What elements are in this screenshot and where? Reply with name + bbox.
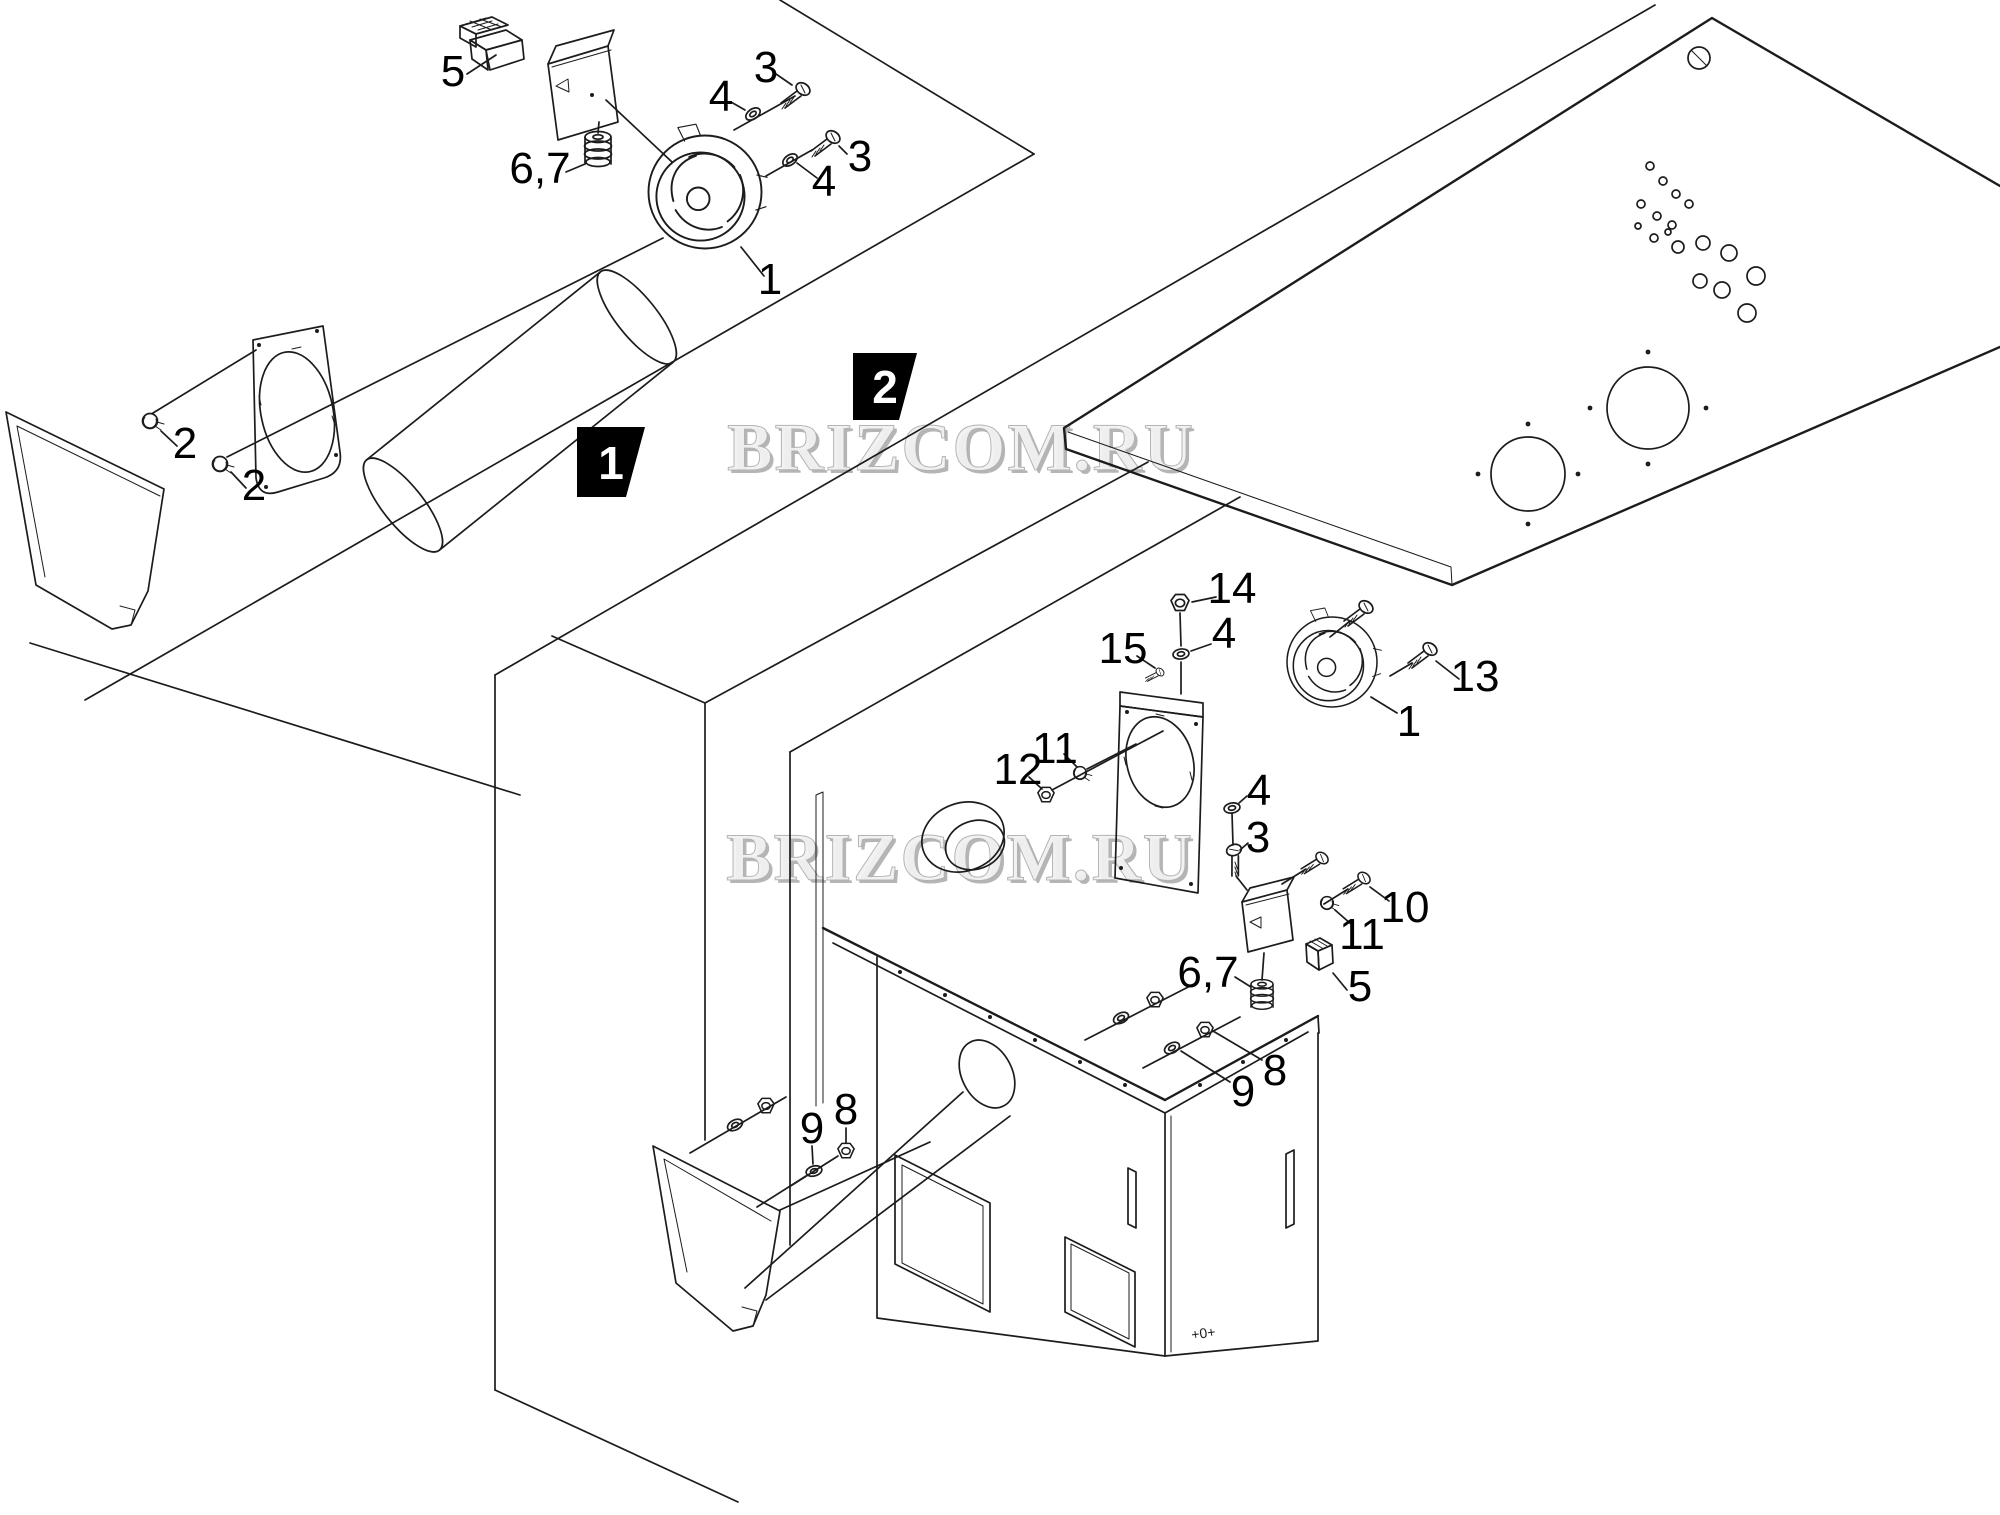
cable-connector-5 xyxy=(459,16,525,71)
air-deflector-panel-2 xyxy=(652,1145,781,1332)
exploded-view-frame-lines xyxy=(29,0,1656,1503)
callout-2a: 2 xyxy=(173,419,197,468)
washer-9-right xyxy=(1161,1038,1183,1058)
watermark-upper: BRIZCOM.RU BRIZCOM.RU xyxy=(727,409,1196,489)
section-marker-1[interactable]: 1 xyxy=(577,427,645,497)
watermark-text: BRIZCOM.RU xyxy=(727,409,1195,485)
rubber-grommet-67 xyxy=(583,130,613,168)
callout-4c: 4 xyxy=(1212,609,1236,658)
control-box-2 xyxy=(1241,876,1295,953)
cabinet-slot-front xyxy=(1127,1167,1137,1229)
callout-8l: 8 xyxy=(834,1085,858,1134)
callout-4b: 4 xyxy=(812,157,836,206)
callout-3a: 3 xyxy=(754,43,778,92)
callout-11a: 11 xyxy=(1032,724,1078,773)
callout-5b: 5 xyxy=(1348,962,1372,1011)
speed-nut-clip-2a xyxy=(141,412,165,431)
control-box xyxy=(547,29,619,141)
screw-3b xyxy=(810,127,844,158)
callout-10: 10 xyxy=(1381,883,1430,932)
section-marker-2[interactable]: 2 xyxy=(853,353,917,420)
callout-67: 6,7 xyxy=(509,144,570,193)
cabinet-window-cutout-left xyxy=(894,1154,991,1313)
watermark-text: BRIZCOM.RU xyxy=(726,819,1194,895)
callout-13: 13 xyxy=(1451,652,1500,701)
air-deflector-panel xyxy=(5,411,165,630)
callout-2b: 2 xyxy=(242,461,266,510)
heater-cabinet: +0+ xyxy=(815,791,1320,1357)
callout-9l: 9 xyxy=(800,1104,824,1153)
callout-5: 5 xyxy=(441,47,465,96)
fan-mounting-plate xyxy=(1114,691,1204,894)
washer-4c xyxy=(1171,647,1191,661)
callout-14: 14 xyxy=(1208,564,1257,613)
hex-nut-14 xyxy=(1170,593,1190,612)
callout-15: 15 xyxy=(1099,624,1148,673)
watermark-lower: BRIZCOM.RU BRIZCOM.RU xyxy=(726,819,1197,899)
marker-flag-icon xyxy=(853,353,917,420)
callout-8r: 8 xyxy=(1263,1046,1287,1095)
callout-4d: 4 xyxy=(1247,766,1271,815)
marker-flag-icon xyxy=(577,427,645,497)
marker-number: 1 xyxy=(598,437,624,489)
top-cover-panel-fill xyxy=(1064,18,2000,585)
section1-leader-lines xyxy=(152,54,848,489)
callout-11b: 11 xyxy=(1339,910,1385,959)
blower-fan-2 xyxy=(1286,607,1383,708)
panel-fan-opening-upper xyxy=(1587,349,1709,467)
panel-screw xyxy=(1687,46,1711,70)
blower-fan-1 xyxy=(647,123,769,250)
callout-3c: 3 xyxy=(1246,813,1270,862)
callout-4a: 4 xyxy=(709,72,733,121)
speed-nut-clip-2b xyxy=(211,455,235,474)
callout-3b: 3 xyxy=(848,132,872,181)
cable-connector-5b xyxy=(1305,937,1334,971)
section2-leader-lines xyxy=(689,596,1460,1301)
marker-number: 2 xyxy=(872,361,898,413)
screw-10a xyxy=(1299,847,1332,878)
top-cover-panel xyxy=(1062,16,2000,587)
rivet-dots xyxy=(898,970,1288,1087)
screw-3a xyxy=(780,79,814,110)
callout-1a: 1 xyxy=(758,255,782,304)
panel-fan-opening-lower xyxy=(1475,421,1581,527)
screw-13b xyxy=(1407,639,1441,670)
screw-10b xyxy=(1341,867,1374,898)
callout-67b: 6,7 xyxy=(1177,948,1238,997)
callout-1b: 1 xyxy=(1397,697,1421,746)
duct-ring xyxy=(921,801,1006,873)
cabinet-window-cutout-right xyxy=(1064,1236,1136,1348)
nut-8-left xyxy=(837,1142,855,1159)
watermark-text-shadow: BRIZCOM.RU xyxy=(729,822,1197,898)
cabinet-stamp-mark: +0+ xyxy=(1190,1323,1216,1342)
rubber-grommet-67b xyxy=(1249,978,1275,1011)
blower-tube xyxy=(362,269,678,553)
cabinet-slot-right xyxy=(1285,1149,1295,1229)
callout-12: 12 xyxy=(994,745,1043,794)
panel-hole-cluster xyxy=(1634,161,1766,323)
callout-9r: 9 xyxy=(1231,1067,1255,1116)
